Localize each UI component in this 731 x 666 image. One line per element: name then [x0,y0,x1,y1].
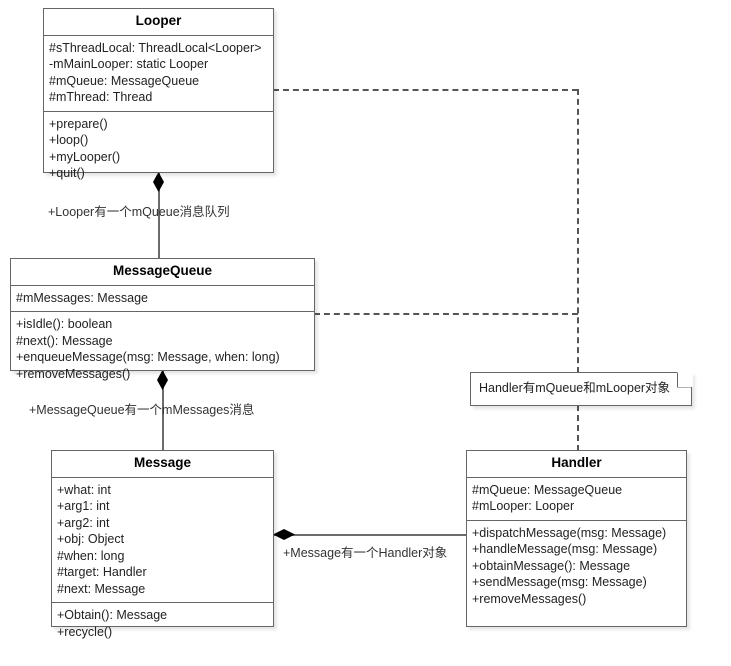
composition-diamond-message [273,529,295,540]
attribute-row: #mLooper: Looper [472,499,575,514]
operation-row: +enqueueMessage(msg: Message, when: long… [16,350,280,365]
class-title-looper: Looper [44,9,273,36]
dashed-edge-looper-note-horizontal [273,89,578,91]
operation-row: +recycle() [57,624,113,639]
attribute-row: #target: Handler [57,565,147,580]
attribute-row: +arg1: int [57,499,110,514]
operation-row: +obtainMessage(): Message [472,558,631,573]
class-box-handler[interactable]: Handler #mQueue: MessageQueue #mLooper: … [466,450,687,627]
operation-row: +removeMessages() [16,366,131,381]
class-box-looper[interactable]: Looper #sThreadLocal: ThreadLocal<Looper… [43,8,274,180]
class-attributes-message: +what: int +arg1: int +arg2: int +obj: O… [52,478,273,604]
operation-row: +sendMessage(msg: Message) [472,575,647,590]
attribute-row: +obj: Object [57,532,125,547]
attribute-row: #mMessages: Message [16,290,149,305]
attribute-row: #mQueue: MessageQueue [49,73,200,88]
operation-row: #next(): Message [16,333,113,348]
class-operations-message: +Obtain(): Message +recycle() [52,603,273,645]
attribute-row: #mQueue: MessageQueue [472,482,623,497]
note-handler-text: Handler有mQueue和mLooper对象 [479,381,671,395]
operation-row: +quit() [49,166,85,181]
operation-row: +loop() [49,133,89,148]
edge-label-looper-messagequeue: +Looper有一个mQueue消息队列 [48,205,230,219]
dashed-edge-messagequeue-note-horizontal [314,313,578,315]
class-attributes-handler: #mQueue: MessageQueue #mLooper: Looper [467,478,686,521]
edge-message-handler [273,534,466,536]
class-title-message: Message [52,451,273,478]
edge-label-message-handler: +Message有一个Handler对象 [283,546,448,560]
class-box-message[interactable]: Message +what: int +arg1: int +arg2: int… [51,450,274,639]
class-box-messagequeue[interactable]: MessageQueue #mMessages: Message +isIdle… [10,258,315,381]
operation-row: +handleMessage(msg: Message) [472,542,658,557]
composition-diamond-messagequeue [157,370,168,390]
operation-row: +Obtain(): Message [57,608,168,623]
class-operations-messagequeue: +isIdle(): boolean #next(): Message +enq… [11,312,314,387]
attribute-row: #mThread: Thread [49,90,153,105]
attribute-row: +arg2: int [57,515,110,530]
operation-row: +isIdle(): boolean [16,317,113,332]
attribute-row: +what: int [57,482,111,497]
attribute-row: #sThreadLocal: ThreadLocal<Looper> [49,40,262,55]
attribute-row: #when: long [57,548,125,563]
composition-diamond-looper [153,172,164,192]
edge-looper-messagequeue [158,172,160,262]
attribute-row: #next: Message [57,581,146,596]
operation-row: +myLooper() [49,149,121,164]
operation-row: +removeMessages() [472,591,587,606]
class-operations-handler: +dispatchMessage(msg: Message) +handleMe… [467,521,686,613]
dashed-edge-note-handler-vertical [577,405,579,451]
edge-label-messagequeue-message: +MessageQueue有一个mMessages消息 [29,403,255,417]
class-title-messagequeue: MessageQueue [11,259,314,286]
edge-messagequeue-message [162,370,164,452]
operation-row: +dispatchMessage(msg: Message) [472,525,667,540]
operation-row: +prepare() [49,116,108,131]
attribute-row: -mMainLooper: static Looper [49,57,209,72]
class-attributes-messagequeue: #mMessages: Message [11,286,314,313]
note-handler: Handler有mQueue和mLooper对象 [470,371,693,406]
dashed-edge-note-vertical-upper [577,89,579,373]
class-attributes-looper: #sThreadLocal: ThreadLocal<Looper> -mMai… [44,36,273,112]
class-title-handler: Handler [467,451,686,478]
class-operations-looper: +prepare() +loop() +myLooper() +quit() [44,112,273,187]
